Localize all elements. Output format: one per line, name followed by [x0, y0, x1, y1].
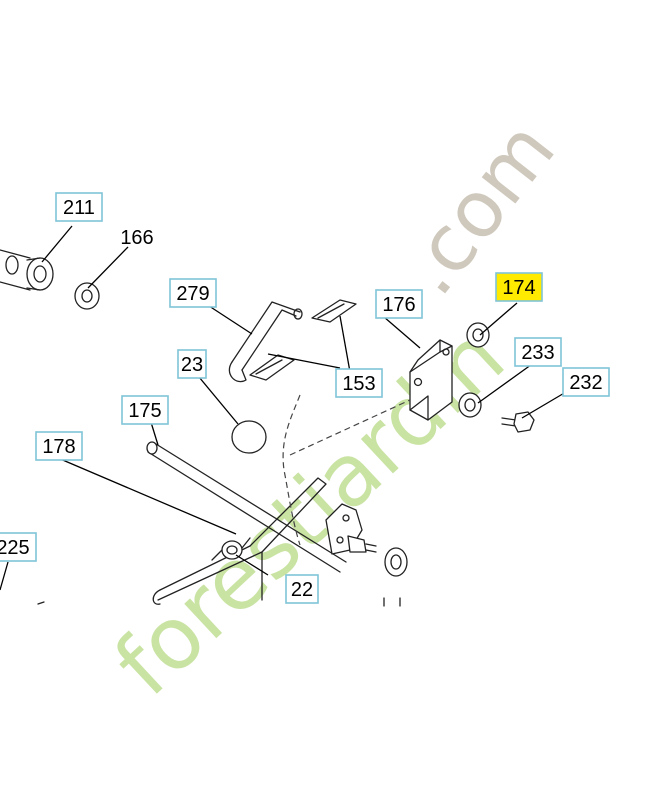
svg-text:23: 23 — [181, 354, 203, 376]
callout-178[interactable]: 178 — [35, 431, 83, 461]
leader-lines — [0, 225, 567, 591]
part-176-bracket — [409, 339, 453, 421]
callout-23[interactable]: 23 — [177, 349, 207, 379]
svg-text:174: 174 — [502, 277, 535, 299]
part-22-spring — [211, 537, 251, 561]
svg-text:279: 279 — [176, 283, 209, 305]
part-174-star-washer — [466, 322, 490, 348]
part-211-bushing — [0, 249, 54, 291]
callout-176[interactable]: 176 — [375, 289, 423, 319]
part-232-bolt — [501, 411, 535, 433]
svg-text:225: 225 — [0, 537, 30, 559]
svg-text:175: 175 — [128, 400, 161, 422]
part-153-clips — [249, 299, 357, 381]
svg-text:176: 176 — [382, 294, 415, 316]
svg-text:178: 178 — [42, 436, 75, 458]
dashed-path-shaft — [289, 399, 411, 456]
callout-232[interactable]: 232 — [562, 367, 610, 397]
dashed-path-oring — [282, 394, 301, 546]
svg-text:22: 22 — [291, 579, 313, 601]
callout-211[interactable]: 211 — [55, 192, 103, 222]
svg-text:233: 233 — [521, 342, 554, 364]
part-166-washer — [74, 282, 100, 310]
callout-279[interactable]: 279 — [169, 278, 217, 308]
part-279-rod — [228, 301, 303, 383]
watermark-green-text: forestjardin — [96, 307, 523, 715]
part-right-bracket — [37, 503, 408, 607]
callout-22[interactable]: 22 — [285, 574, 319, 604]
svg-text:153: 153 — [342, 373, 375, 395]
callout-175[interactable]: 175 — [121, 395, 169, 425]
callout-166[interactable]: 166 — [120, 227, 153, 249]
callout-153[interactable]: 153 — [335, 368, 383, 398]
svg-text:166: 166 — [120, 227, 153, 249]
part-23-oring — [231, 420, 267, 454]
callout-225[interactable]: 225 — [0, 532, 37, 562]
watermark-gray-text: .com — [384, 105, 573, 311]
callout-233[interactable]: 233 — [514, 337, 562, 367]
callout-174[interactable]: 174 — [495, 272, 543, 302]
part-233-washer — [458, 392, 482, 418]
svg-text:232: 232 — [569, 372, 602, 394]
svg-text:211: 211 — [63, 197, 95, 219]
